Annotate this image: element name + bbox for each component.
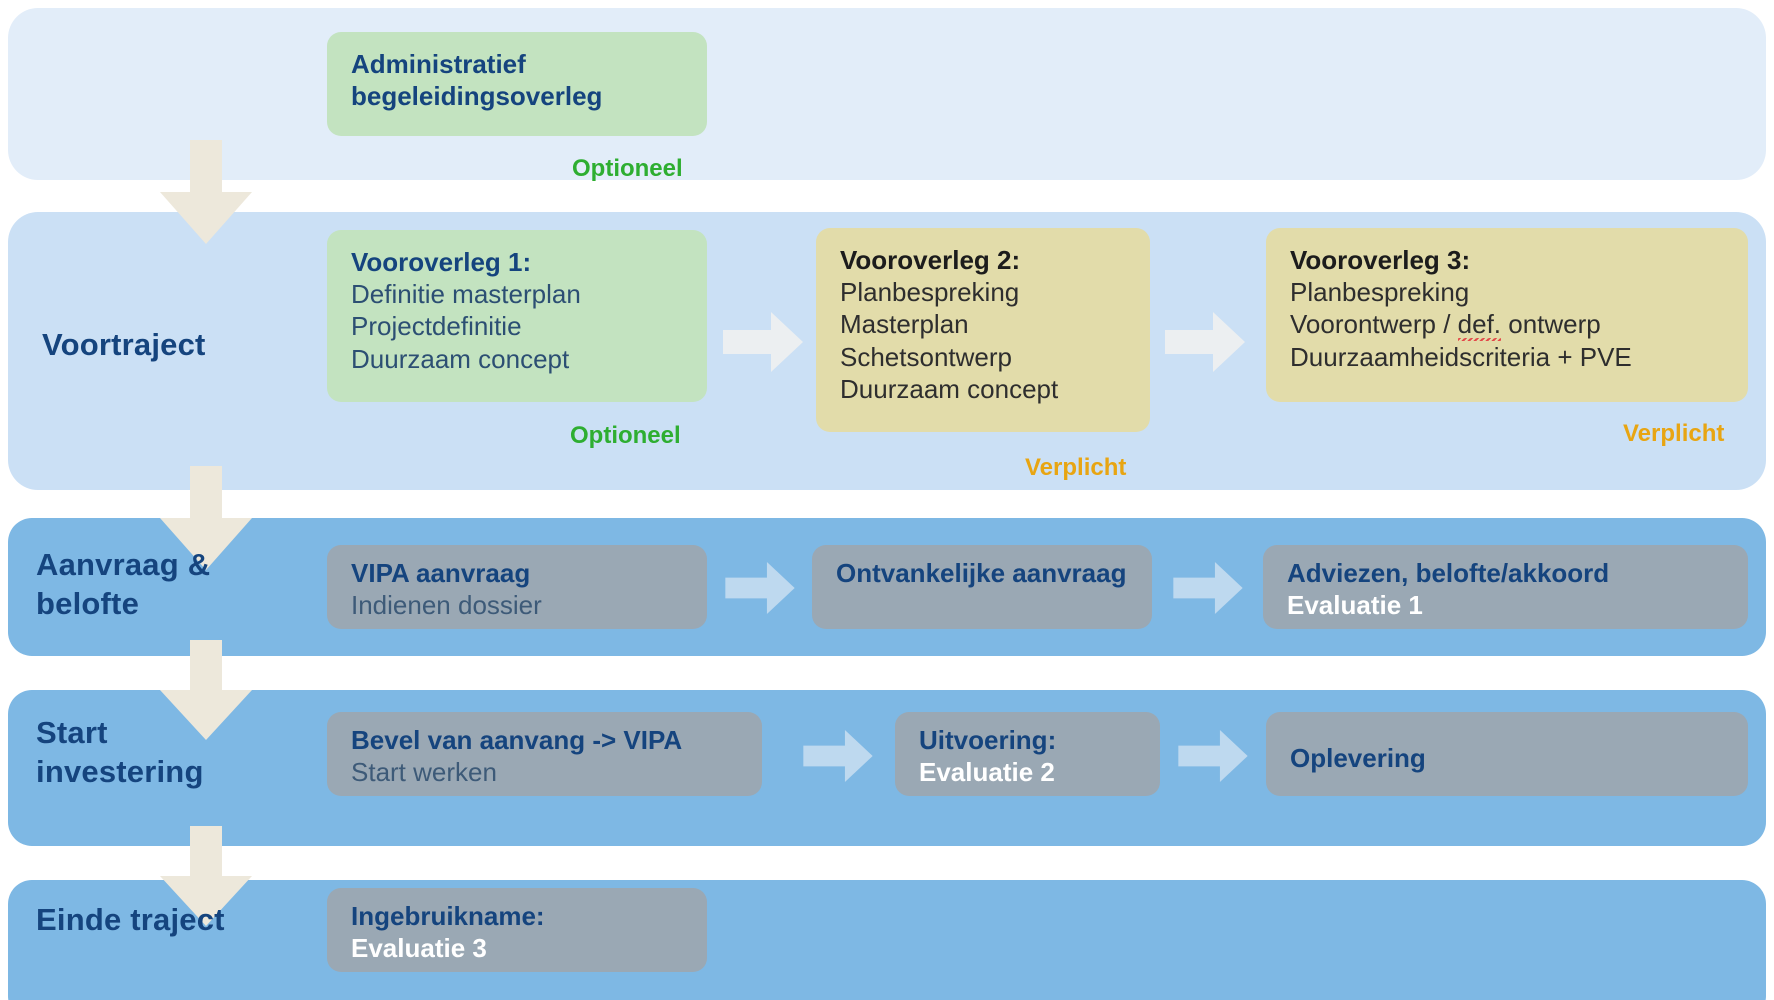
step-title: Oplevering — [1290, 743, 1426, 773]
step-box-ingebruikname[interactable]: Ingebruikname: Evaluatie 3 — [327, 888, 707, 972]
right-arrow-vooroverleg-1-to-2-icon — [723, 312, 803, 372]
down-arrow-1-icon — [160, 140, 252, 244]
tag-verplicht-vooroverleg-3: Verplicht — [1623, 420, 1725, 447]
spellcheck-underline: def. — [1457, 309, 1502, 342]
step-title: Vooroverleg 3: — [1290, 245, 1471, 275]
step-evaluation-label: Evaluatie 2 — [919, 757, 1055, 788]
step-line: Projectdefinitie — [351, 311, 522, 342]
right-arrow-vooroverleg-2-to-3-icon — [1165, 312, 1245, 372]
phase-label-einde-traject: Einde traject — [36, 902, 225, 937]
step-line: Duurzaam concept — [351, 343, 570, 374]
step-title: Bevel van aanvang -> VIPA — [351, 725, 683, 755]
step-line-spellchecked: Voorontwerp / def. ontwerp — [1290, 308, 1726, 342]
step-box-vipa-aanvraag[interactable]: VIPA aanvraag Indienen dossier — [327, 545, 707, 629]
step-line-text-prefix: Voorontwerp / — [1290, 309, 1458, 340]
tag-optioneel-administratief: Optioneel — [572, 155, 683, 182]
phase-band-administratief — [8, 8, 1766, 180]
step-line: Masterplan — [840, 309, 969, 340]
right-arrow-aanvraag-2-icon — [1173, 562, 1243, 614]
phase-label-voortraject: Voortraject — [42, 327, 206, 362]
step-title: Ingebruikname: — [351, 901, 545, 931]
down-arrow-3-icon — [160, 640, 252, 740]
step-title: Vooroverleg 1: — [351, 247, 532, 277]
right-arrow-aanvraag-1-icon — [725, 562, 795, 614]
phase-label-aanvraag-belofte: Aanvraag & belofte — [36, 547, 211, 622]
step-title: Uitvoering: — [919, 725, 1057, 755]
step-line: Planbespreking — [840, 277, 1020, 308]
step-line: Schetsontwerp — [840, 341, 1012, 372]
step-line: Start werken — [351, 757, 497, 788]
step-box-vooroverleg-2[interactable]: Vooroverleg 2: Planbespreking Masterplan… — [816, 228, 1150, 432]
down-arrow-2-icon — [160, 466, 252, 570]
step-line: Planbespreking — [1290, 277, 1470, 308]
step-box-vooroverleg-3[interactable]: Vooroverleg 3: Planbespreking Voorontwer… — [1266, 228, 1748, 402]
step-title: Administratief begeleidingsoverleg — [351, 49, 603, 112]
step-line-text-suffix: ontwerp — [1501, 309, 1601, 340]
right-arrow-start-2-icon — [1178, 730, 1248, 782]
phase-band-einde-traject — [8, 880, 1766, 1000]
step-title: VIPA aanvraag — [351, 558, 531, 588]
step-box-vooroverleg-1[interactable]: Vooroverleg 1: Definitie masterplan Proj… — [327, 230, 707, 402]
right-arrow-start-1-icon — [803, 730, 873, 782]
tag-verplicht-vooroverleg-2: Verplicht — [1025, 454, 1127, 481]
step-evaluation-label: Evaluatie 1 — [1287, 590, 1423, 621]
step-line: Duurzaamheidscriteria + PVE — [1290, 341, 1632, 372]
step-line: Definitie masterplan — [351, 279, 581, 310]
step-evaluation-label: Evaluatie 3 — [351, 933, 487, 964]
phase-label-start-investering: Start investering — [36, 715, 204, 790]
step-title: Adviezen, belofte/akkoord — [1287, 558, 1610, 588]
step-title: Ontvankelijke aanvraag — [836, 558, 1127, 588]
tag-optioneel-vooroverleg-1: Optioneel — [570, 422, 681, 449]
down-arrow-4-icon — [160, 826, 252, 926]
step-line: Indienen dossier — [351, 590, 542, 621]
step-box-oplevering[interactable]: Oplevering — [1266, 712, 1748, 796]
step-box-adviezen-belofte-akkoord[interactable]: Adviezen, belofte/akkoord Evaluatie 1 — [1263, 545, 1748, 629]
step-title: Vooroverleg 2: — [840, 245, 1021, 275]
step-box-bevel-van-aanvang[interactable]: Bevel van aanvang -> VIPA Start werken — [327, 712, 762, 796]
step-box-ontvankelijke-aanvraag[interactable]: Ontvankelijke aanvraag — [812, 545, 1152, 629]
step-box-administratief-begeleidingsoverleg[interactable]: Administratief begeleidingsoverleg — [327, 32, 707, 136]
step-line: Duurzaam concept — [840, 373, 1059, 404]
step-box-uitvoering[interactable]: Uitvoering: Evaluatie 2 — [895, 712, 1160, 796]
